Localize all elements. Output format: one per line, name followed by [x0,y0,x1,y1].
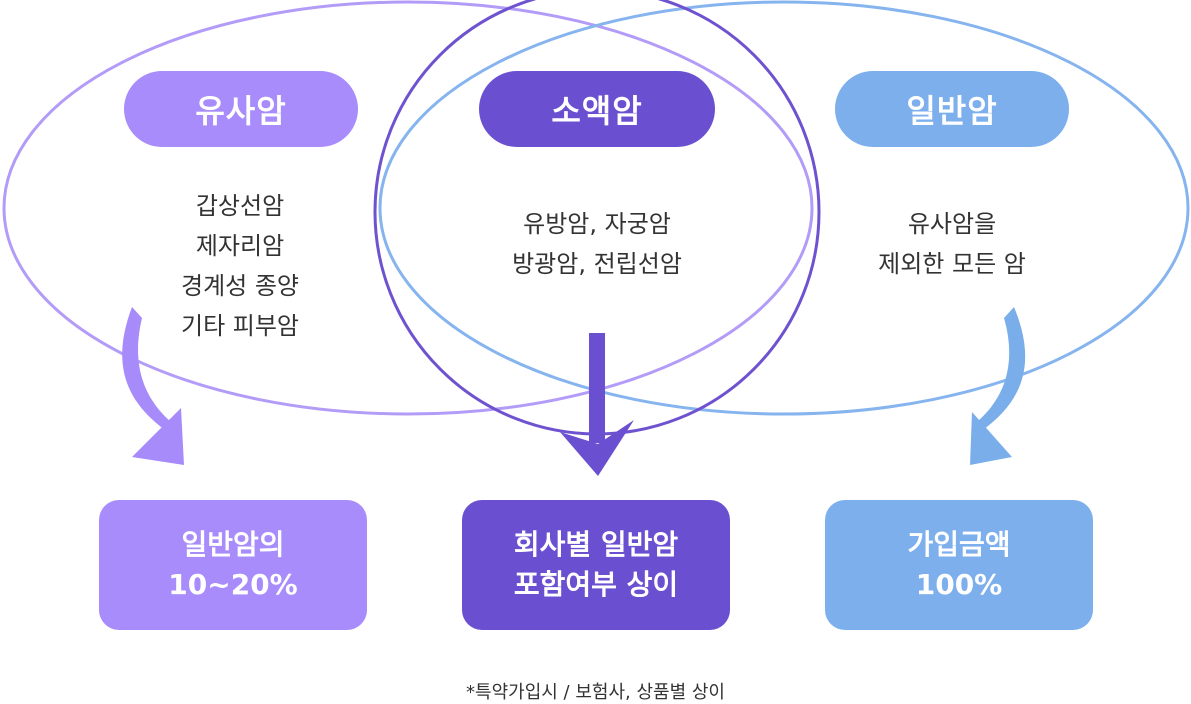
desc-line: 기타 피부암 [180,312,300,340]
left-arrow [122,307,184,465]
desc-line: 갑상선암 [195,192,285,220]
general-cancer-desc: 유사암을 제외한 모든 암 [842,204,1062,284]
result-box-small: 회사별 일반암 포함여부 상이 [462,500,730,630]
small-cancer-desc: 유방암, 자궁암 방광암, 전립선암 [467,204,727,284]
similar-cancer-ellipse [2,0,814,416]
result-line: 10~20% [168,568,298,601]
pill-general-cancer: 일반암 [835,71,1069,147]
result-box-similar: 일반암의 10~20% [99,500,367,630]
right-arrow [970,307,1026,465]
desc-line: 유사암을 [907,210,997,238]
pill-general-cancer-label: 일반암 [906,92,998,130]
result-line: 가입금액 [907,528,1011,561]
result-line: 포함여부 상이 [513,568,679,601]
pill-small-cancer-label: 소액암 [551,92,643,130]
result-line: 회사별 일반암 [513,528,679,561]
desc-line: 유방암, 자궁암 [523,210,671,238]
footnote: *특약가입시 / 보험사, 상품별 상이 [466,682,725,703]
pill-similar-cancer: 유사암 [124,71,358,147]
desc-line: 경계성 종양 [180,272,300,300]
result-box-general: 가입금액 100% [825,500,1093,630]
desc-line: 방광암, 전립선암 [512,250,682,278]
center-arrow [560,333,634,476]
result-line: 일반암의 [181,528,285,561]
desc-line: 제외한 모든 암 [878,250,1026,278]
pill-small-cancer: 소액암 [479,71,715,147]
general-cancer-ellipse [378,0,1190,416]
pill-similar-cancer-label: 유사암 [195,92,287,130]
desc-line: 제자리암 [195,232,285,260]
similar-cancer-desc: 갑상선암 제자리암 경계성 종양 기타 피부암 [130,186,350,346]
result-line: 100% [915,568,1003,601]
